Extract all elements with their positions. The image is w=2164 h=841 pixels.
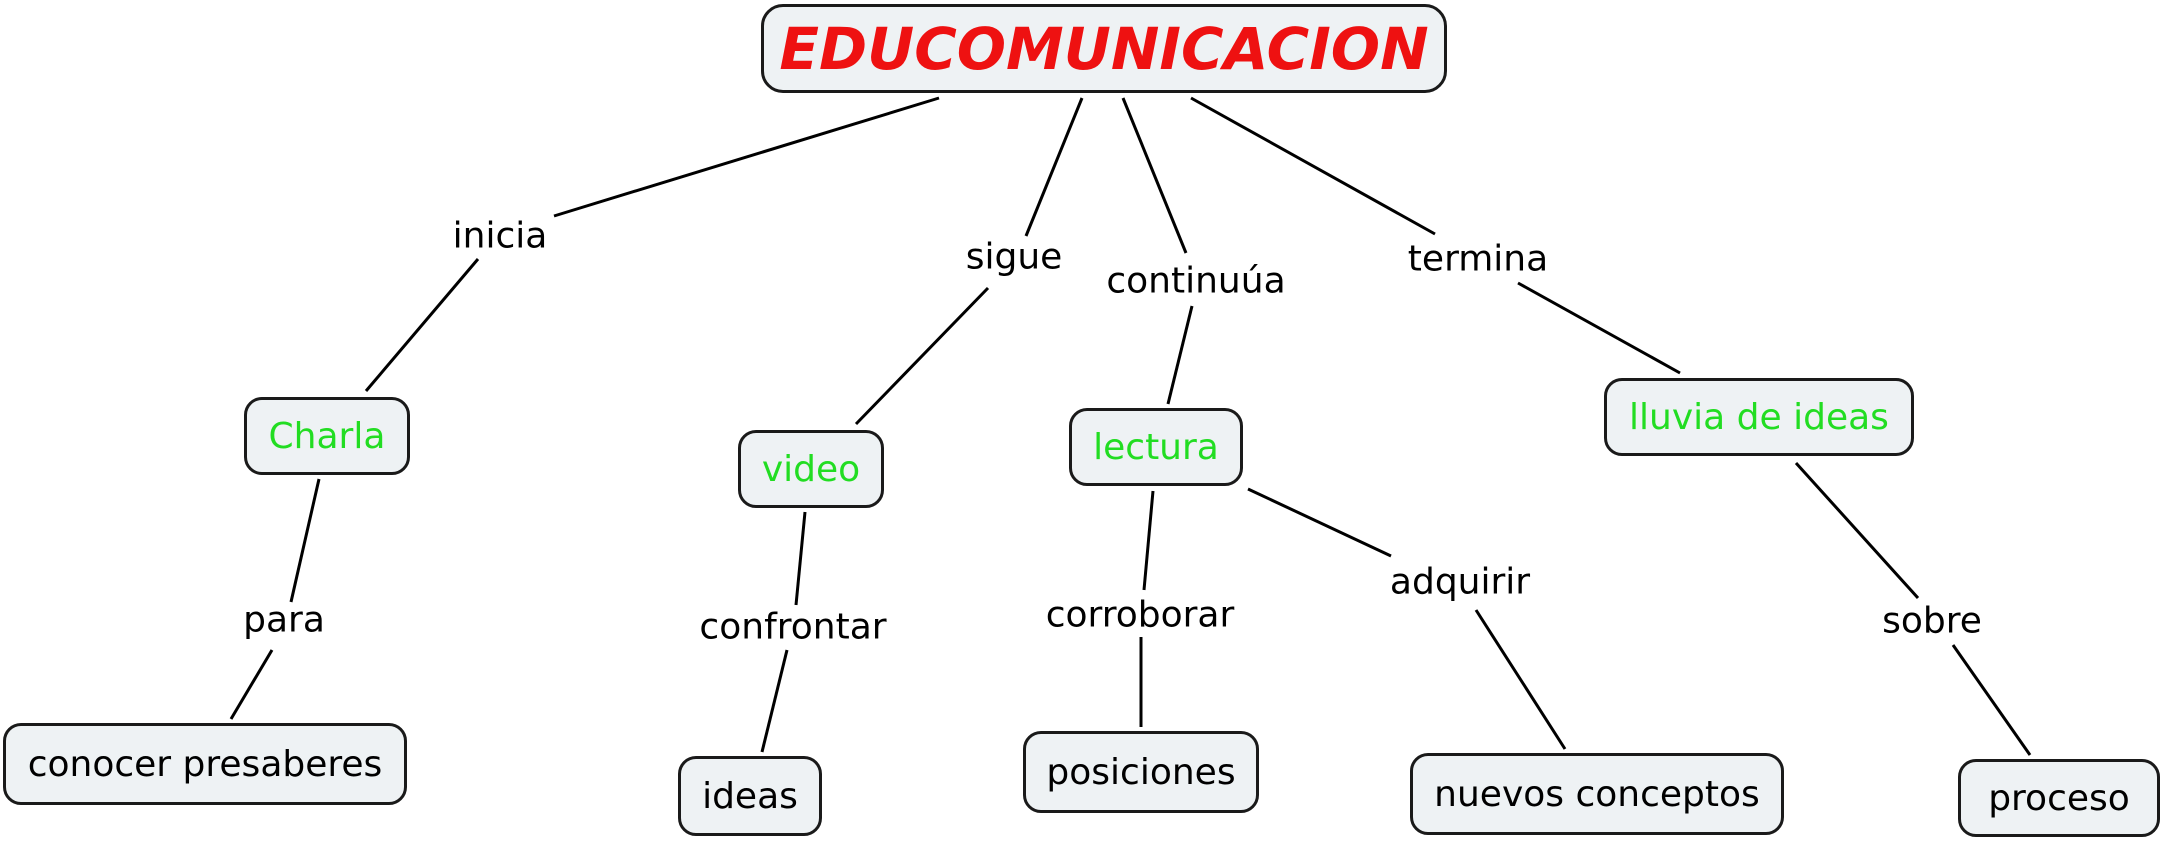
- concept-node-proceso: proceso: [1958, 759, 2160, 837]
- connector-termina-lluvia: [1517, 281, 1681, 375]
- connector-root-inicia: [553, 96, 940, 218]
- connector-confrontar-ideas: [760, 649, 789, 753]
- concept-node-video: video: [738, 430, 884, 508]
- connector-lectura-adquirir: [1247, 487, 1392, 558]
- concept-node-posiciones: posiciones: [1023, 731, 1259, 813]
- concept-node-ideas: ideas: [678, 756, 822, 836]
- concept-label-proceso: proceso: [1988, 777, 2130, 819]
- connector-lluvia-sobre: [1794, 461, 1920, 600]
- concept-label-video: video: [761, 448, 861, 490]
- concept-node-lluvia-de-ideas: lluvia de ideas: [1604, 378, 1914, 456]
- concept-node-conocer-presaberes: conocer presaberes: [3, 723, 407, 805]
- connector-adquirir-nuevos: [1474, 609, 1567, 750]
- connector-root-termina: [1190, 96, 1436, 236]
- concept-node-lectura: lectura: [1069, 408, 1243, 486]
- link-label-para: para: [243, 599, 325, 641]
- concept-label-lluvia-de-ideas: lluvia de ideas: [1629, 396, 1889, 438]
- concept-label-nuevos-conceptos: nuevos conceptos: [1434, 773, 1760, 815]
- concept-node-nuevos-conceptos: nuevos conceptos: [1410, 753, 1784, 835]
- link-label-sigue: sigue: [965, 236, 1063, 278]
- connector-charla-para: [289, 478, 321, 603]
- root-concept-label: EDUCOMUNICACION: [779, 14, 1429, 83]
- connector-para-presaberes: [229, 649, 274, 720]
- concept-label-lectura: lectura: [1093, 426, 1219, 468]
- link-label-corroborar: corroborar: [1045, 594, 1235, 636]
- link-label-inicia: inicia: [452, 215, 548, 257]
- link-label-confrontar: confrontar: [699, 606, 887, 648]
- concept-label-ideas: ideas: [702, 775, 798, 817]
- connector-sobre-proceso: [1951, 644, 2032, 756]
- connector-lectura-corroborar: [1142, 490, 1155, 591]
- connector-root-sigue: [1024, 97, 1084, 237]
- connector-video-confrontar: [794, 511, 807, 606]
- connector-sigue-video: [854, 286, 990, 426]
- concept-node-charla: Charla: [244, 397, 410, 475]
- connector-continua-lectura: [1166, 305, 1194, 405]
- root-concept-node: EDUCOMUNICACION: [761, 4, 1447, 93]
- connector-root-continua: [1121, 97, 1188, 254]
- link-label-termina: termina: [1407, 238, 1549, 280]
- link-label-continua: continuúa: [1106, 260, 1286, 302]
- connector-inicia-charla: [364, 258, 480, 392]
- link-label-adquirir: adquirir: [1389, 561, 1531, 603]
- concept-label-charla: Charla: [268, 415, 386, 457]
- concept-label-posiciones: posiciones: [1046, 751, 1236, 793]
- link-label-sobre: sobre: [1882, 600, 1982, 642]
- concept-label-conocer-presaberes: conocer presaberes: [27, 743, 383, 785]
